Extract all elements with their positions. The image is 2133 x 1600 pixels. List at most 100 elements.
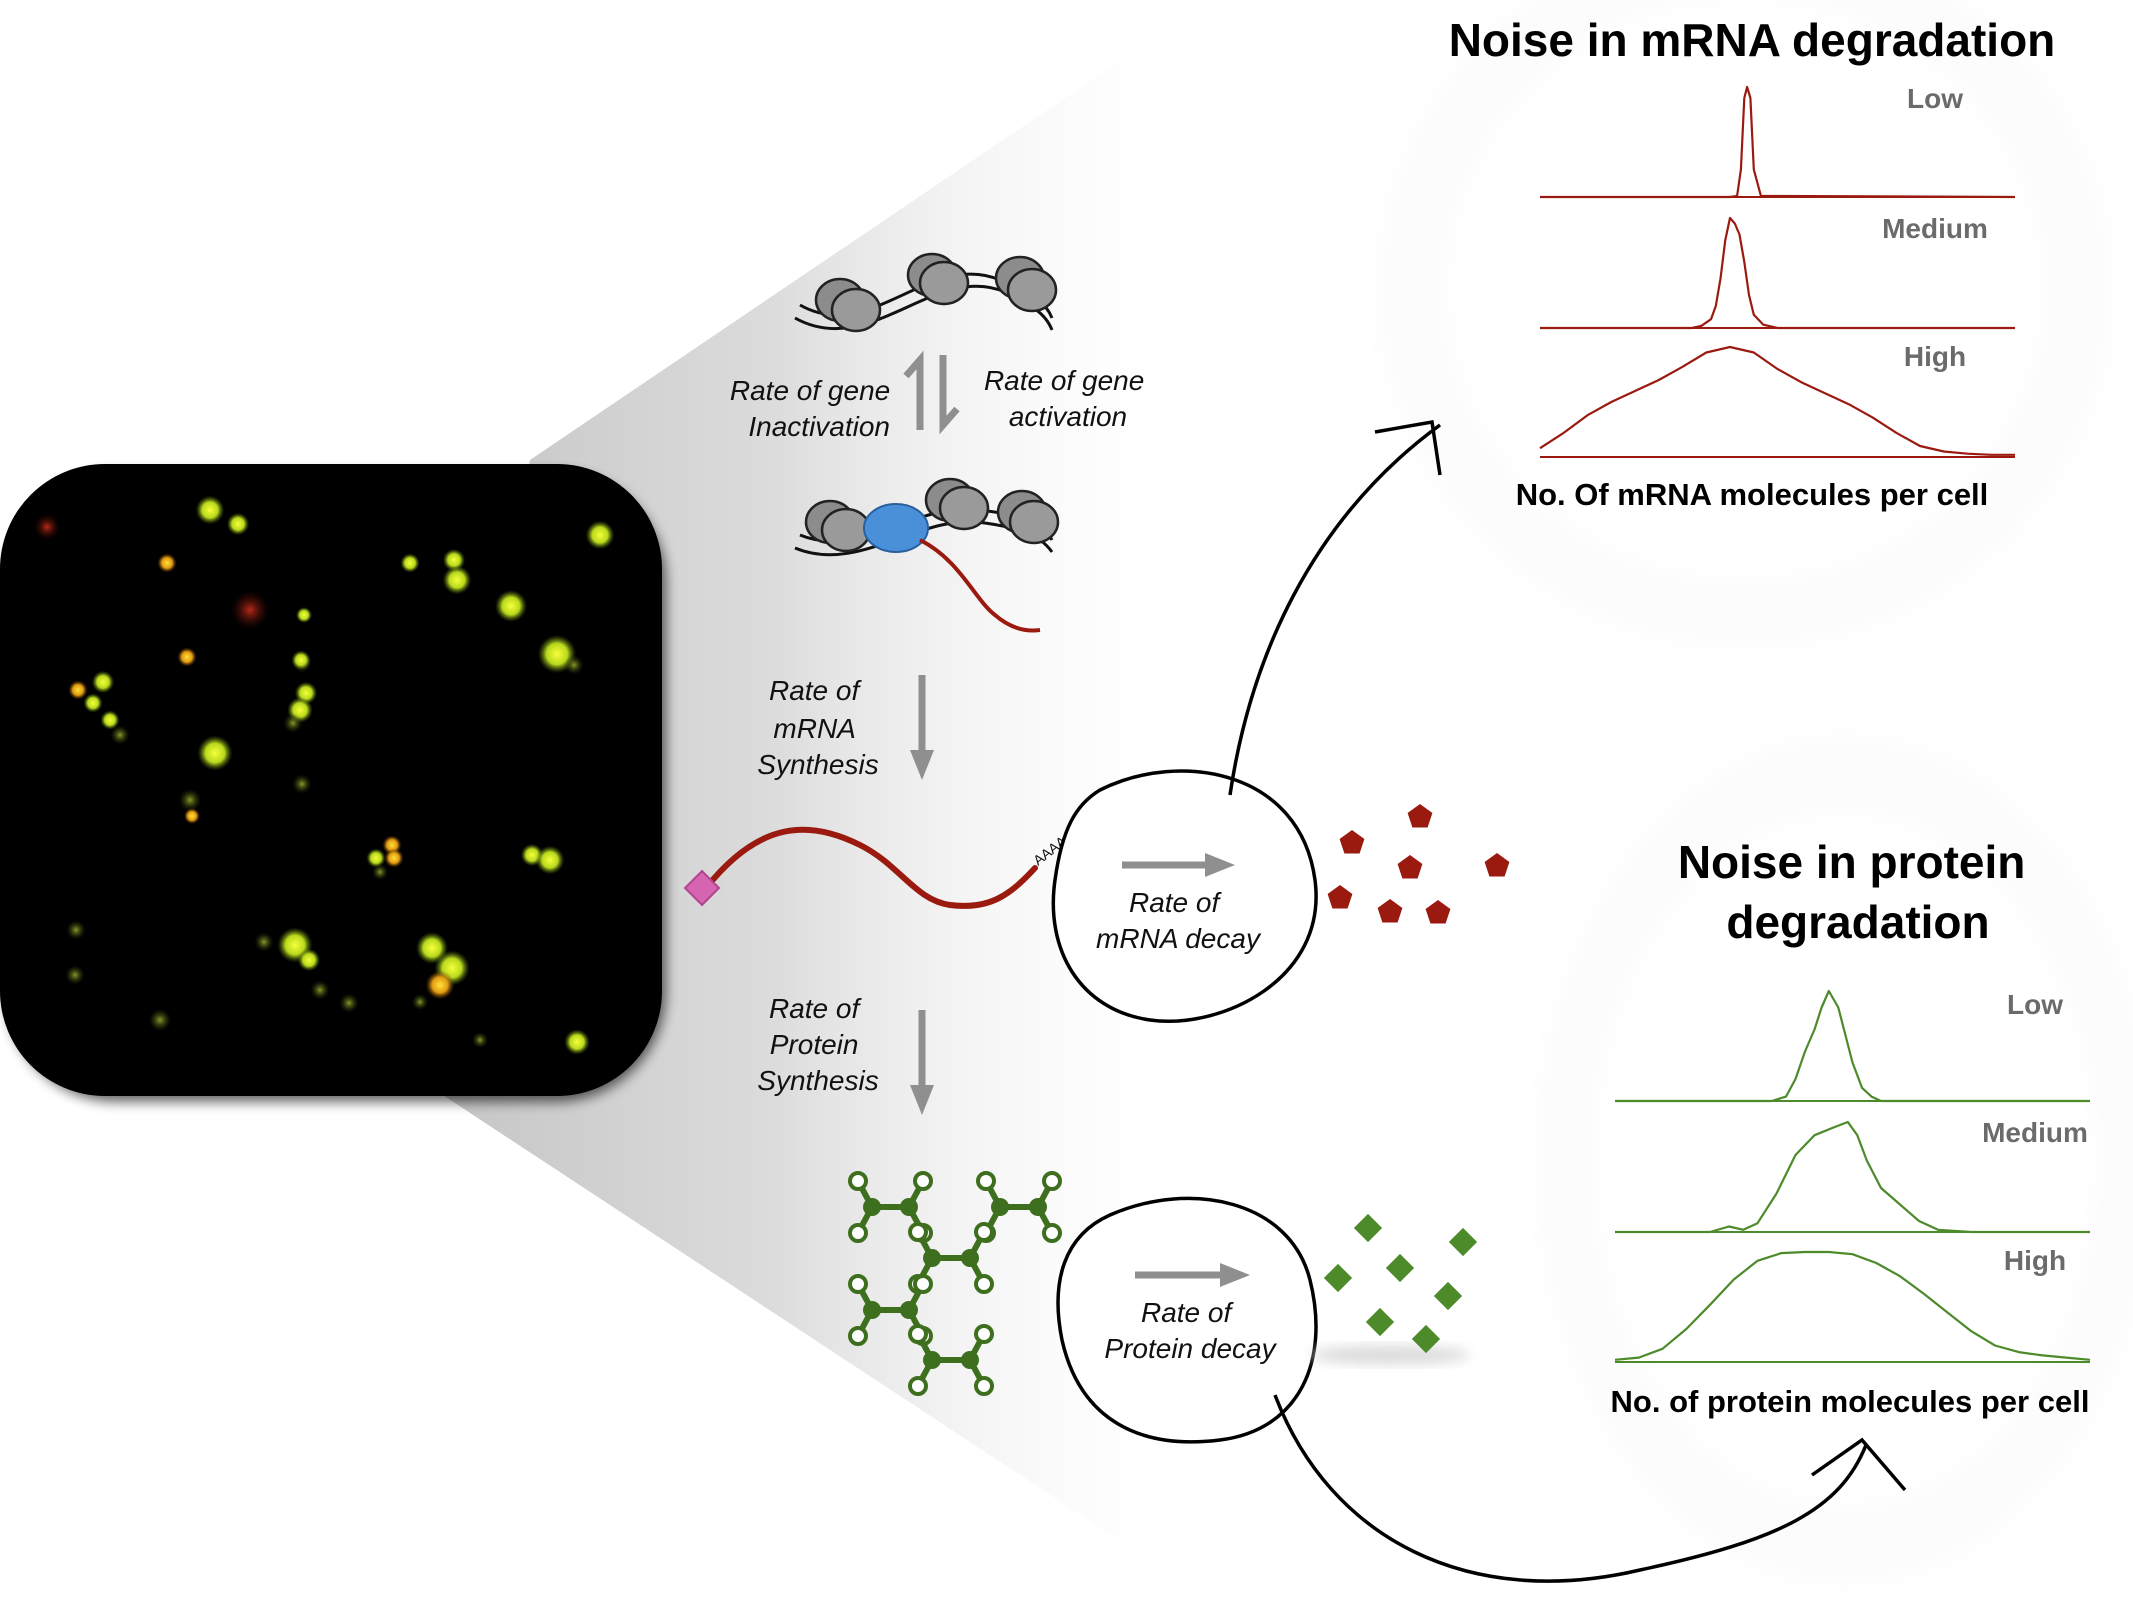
mrna-chart-title: Noise in mRNA degradation <box>1449 14 2056 66</box>
mrna-fragment <box>1484 853 1510 877</box>
series-label: Medium <box>1982 1117 2088 1148</box>
fluorescent-cell <box>68 680 88 700</box>
fluorescent-cell <box>178 788 202 812</box>
fluorescent-cell <box>339 993 359 1013</box>
protein-panel-backdrop <box>1525 720 2133 1600</box>
activation-label: Rate of gene activation <box>984 365 1152 432</box>
density-row-high: High <box>1539 341 2015 458</box>
protein-noise-arrow <box>1273 1394 1907 1583</box>
fluorescent-cell <box>34 514 60 540</box>
projection-wedge <box>420 0 1210 1600</box>
protein-node <box>974 1376 994 1396</box>
fluorescent-cell <box>366 848 386 868</box>
protein-node <box>976 1171 996 1191</box>
fluorescent-cell <box>157 553 177 573</box>
nucleosome <box>814 277 882 333</box>
fluorescent-cell <box>226 512 250 536</box>
fluorescent-cell <box>297 948 321 972</box>
fluorescent-cell <box>400 553 420 573</box>
protein-joint <box>961 1249 979 1267</box>
density-row-low: Low <box>1615 989 2090 1103</box>
fluorescent-cell <box>564 655 584 675</box>
protein-node <box>908 1376 928 1396</box>
protein-fragment <box>1433 1281 1463 1311</box>
fluorescent-cell <box>442 565 472 595</box>
protein-node <box>848 1326 868 1346</box>
fluorescent-cell <box>254 932 274 952</box>
mrna-synthesis-arrow <box>910 675 934 780</box>
fluorescent-cell <box>197 735 233 771</box>
fluorescent-cell <box>472 1032 488 1048</box>
protein-chart-title: Noise in protein degradation <box>1678 836 2038 948</box>
density-row-low: Low <box>1540 83 2016 199</box>
activator-protein <box>863 503 929 553</box>
protein-node <box>848 1171 868 1191</box>
protein-noise-chart: Noise in protein degradation LowMediumHi… <box>1611 836 2091 1419</box>
protein-node <box>908 1324 928 1344</box>
density-row-medium: Medium <box>1615 1117 2090 1234</box>
micrograph-frame <box>0 464 662 1096</box>
mrna-decay-label: Rate of mRNA decay <box>1096 887 1262 954</box>
gene-switch-arrows <box>903 350 960 435</box>
protein-fragment <box>1353 1213 1383 1243</box>
mrna-fragment <box>1377 899 1403 923</box>
mrna-fragment <box>1397 855 1423 879</box>
fluorescent-cell <box>230 590 270 630</box>
inactive-chromatin <box>794 252 1058 333</box>
fluorescent-cell <box>91 670 115 694</box>
fluorescent-cell <box>495 590 527 622</box>
fluorescent-cell <box>585 520 615 550</box>
protein-fragment-shadow <box>1310 1345 1470 1365</box>
fluorescent-cell <box>564 1029 590 1055</box>
mrna-chart-xlabel: No. Of mRNA molecules per cell <box>1516 477 1989 512</box>
fluorescent-cell <box>66 920 86 940</box>
series-label: Low <box>2007 989 2063 1020</box>
mrna-fragment <box>1425 900 1451 924</box>
protein-fragment <box>1411 1324 1441 1354</box>
protein-joint <box>863 1301 881 1319</box>
mrna-degradation-products <box>1327 804 1510 924</box>
fluorescent-cell <box>83 693 103 713</box>
mrna-panel-backdrop <box>1365 0 2125 660</box>
nucleosome <box>996 489 1060 545</box>
fluorescent-cell <box>292 774 312 794</box>
protein-node <box>1042 1171 1062 1191</box>
protein-joint <box>923 1249 941 1267</box>
density-curve <box>1539 345 2015 456</box>
protein-node <box>974 1324 994 1344</box>
fluorescent-cell <box>296 607 312 623</box>
nascent-mrna <box>919 538 1041 633</box>
active-chromatin <box>794 477 1060 633</box>
protein-node <box>848 1274 868 1294</box>
fluorescent-cell <box>283 713 303 733</box>
density-curve <box>1615 989 2090 1103</box>
protein-node <box>974 1274 994 1294</box>
fluorescent-cell <box>177 647 197 667</box>
series-label: Medium <box>1882 213 1988 244</box>
fluorescent-cell <box>65 965 85 985</box>
protein-node <box>848 1223 868 1243</box>
fluorescent-cell <box>310 980 330 1000</box>
fluorescent-cell <box>184 808 200 824</box>
mrna-cap <box>683 869 721 907</box>
fluorescent-cell <box>110 725 130 745</box>
fluorescent-cell <box>291 650 311 670</box>
protein-synthesis-arrow <box>910 1010 934 1115</box>
fluorescent-cell <box>100 710 120 730</box>
protein-fragment <box>1365 1307 1395 1337</box>
density-row-medium: Medium <box>1540 213 2015 330</box>
micrograph <box>0 464 666 1102</box>
micrograph-cells <box>34 495 615 1055</box>
mrna-strand <box>703 826 1038 909</box>
nucleosome <box>924 477 990 531</box>
protein-joint <box>961 1351 979 1369</box>
protein-node <box>1042 1223 1062 1243</box>
nucleosome <box>994 255 1058 313</box>
protein-node <box>974 1222 994 1242</box>
mrna-fragment <box>1339 830 1365 854</box>
protein-node <box>913 1274 933 1294</box>
